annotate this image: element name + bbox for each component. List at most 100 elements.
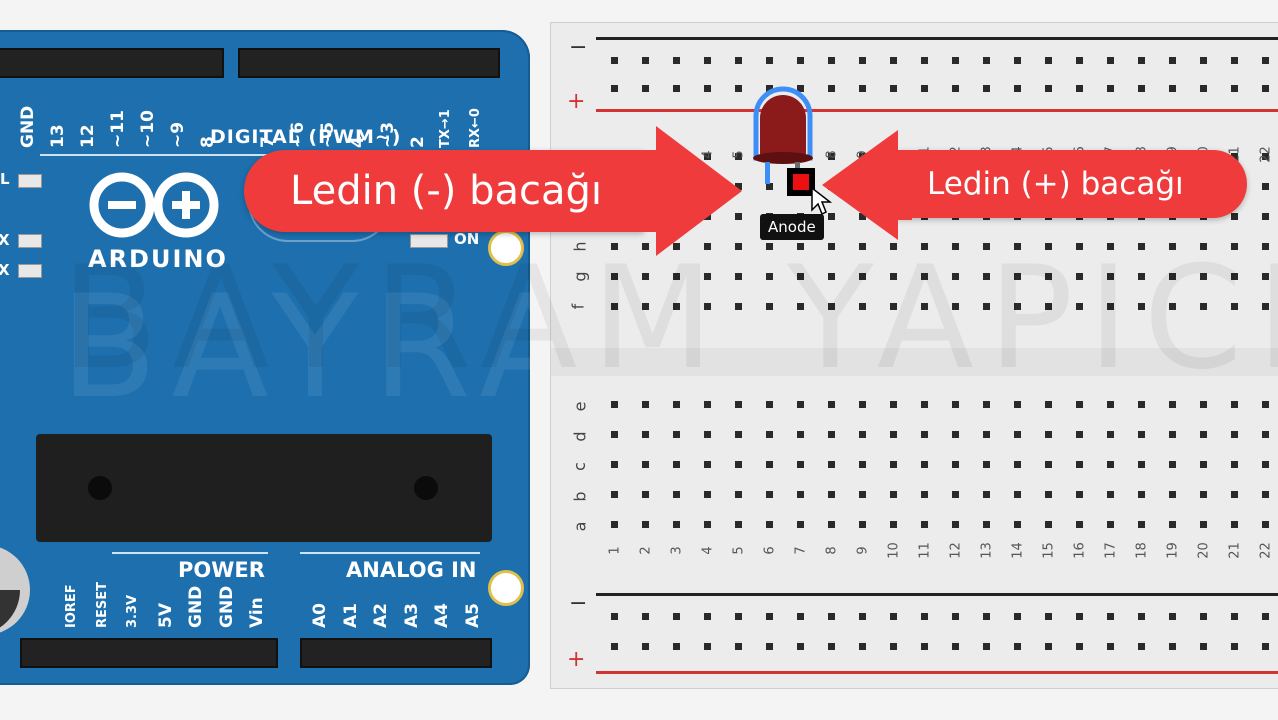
rail-hole[interactable] bbox=[859, 57, 866, 64]
grid-hole[interactable] bbox=[1138, 243, 1145, 250]
grid-hole[interactable] bbox=[1107, 431, 1114, 438]
grid-hole[interactable] bbox=[704, 401, 711, 408]
grid-hole[interactable] bbox=[673, 243, 680, 250]
grid-hole[interactable] bbox=[890, 303, 897, 310]
grid-hole[interactable] bbox=[611, 461, 618, 468]
grid-hole[interactable] bbox=[1262, 153, 1269, 160]
grid-hole[interactable] bbox=[921, 243, 928, 250]
grid-hole[interactable] bbox=[952, 431, 959, 438]
rail-hole[interactable] bbox=[890, 613, 897, 620]
grid-hole[interactable] bbox=[983, 243, 990, 250]
rail-hole[interactable] bbox=[1076, 613, 1083, 620]
grid-hole[interactable] bbox=[735, 153, 742, 160]
rail-hole[interactable] bbox=[673, 57, 680, 64]
grid-hole[interactable] bbox=[704, 431, 711, 438]
grid-hole[interactable] bbox=[735, 491, 742, 498]
rail-hole[interactable] bbox=[766, 57, 773, 64]
rail-hole[interactable] bbox=[642, 85, 649, 92]
grid-hole[interactable] bbox=[704, 153, 711, 160]
grid-hole[interactable] bbox=[1231, 431, 1238, 438]
grid-hole[interactable] bbox=[828, 153, 835, 160]
grid-hole[interactable] bbox=[921, 521, 928, 528]
rail-hole[interactable] bbox=[1262, 57, 1269, 64]
grid-hole[interactable] bbox=[859, 213, 866, 220]
grid-hole[interactable] bbox=[642, 521, 649, 528]
grid-hole[interactable] bbox=[1045, 243, 1052, 250]
rail-hole[interactable] bbox=[1200, 57, 1207, 64]
grid-hole[interactable] bbox=[1014, 461, 1021, 468]
grid-hole[interactable] bbox=[766, 431, 773, 438]
rail-hole[interactable] bbox=[1076, 643, 1083, 650]
grid-hole[interactable] bbox=[735, 521, 742, 528]
grid-hole[interactable] bbox=[766, 303, 773, 310]
grid-hole[interactable] bbox=[797, 401, 804, 408]
grid-hole[interactable] bbox=[735, 273, 742, 280]
grid-hole[interactable] bbox=[859, 521, 866, 528]
grid-hole[interactable] bbox=[890, 461, 897, 468]
rail-hole[interactable] bbox=[1014, 643, 1021, 650]
grid-hole[interactable] bbox=[1045, 491, 1052, 498]
grid-hole[interactable] bbox=[1138, 303, 1145, 310]
grid-hole[interactable] bbox=[797, 491, 804, 498]
grid-hole[interactable] bbox=[1014, 521, 1021, 528]
grid-hole[interactable] bbox=[1138, 431, 1145, 438]
grid-hole[interactable] bbox=[1231, 303, 1238, 310]
grid-hole[interactable] bbox=[859, 401, 866, 408]
grid-hole[interactable] bbox=[921, 431, 928, 438]
grid-hole[interactable] bbox=[1200, 521, 1207, 528]
rail-hole[interactable] bbox=[1014, 85, 1021, 92]
grid-hole[interactable] bbox=[1076, 243, 1083, 250]
rail-hole[interactable] bbox=[1231, 613, 1238, 620]
grid-hole[interactable] bbox=[1014, 431, 1021, 438]
rail-hole[interactable] bbox=[797, 613, 804, 620]
grid-hole[interactable] bbox=[704, 491, 711, 498]
rail-hole[interactable] bbox=[1014, 57, 1021, 64]
grid-hole[interactable] bbox=[735, 303, 742, 310]
grid-hole[interactable] bbox=[983, 401, 990, 408]
grid-hole[interactable] bbox=[983, 431, 990, 438]
grid-hole[interactable] bbox=[1107, 303, 1114, 310]
grid-hole[interactable] bbox=[704, 273, 711, 280]
rail-hole[interactable] bbox=[921, 613, 928, 620]
grid-hole[interactable] bbox=[1262, 401, 1269, 408]
grid-hole[interactable] bbox=[1076, 431, 1083, 438]
grid-hole[interactable] bbox=[1262, 431, 1269, 438]
grid-hole[interactable] bbox=[704, 243, 711, 250]
grid-hole[interactable] bbox=[1200, 243, 1207, 250]
grid-hole[interactable] bbox=[828, 431, 835, 438]
grid-hole[interactable] bbox=[983, 491, 990, 498]
grid-hole[interactable] bbox=[828, 401, 835, 408]
grid-hole[interactable] bbox=[1262, 213, 1269, 220]
rail-hole[interactable] bbox=[890, 57, 897, 64]
rail-hole[interactable] bbox=[1262, 643, 1269, 650]
grid-hole[interactable] bbox=[1014, 401, 1021, 408]
rail-hole[interactable] bbox=[983, 613, 990, 620]
grid-hole[interactable] bbox=[1169, 273, 1176, 280]
grid-hole[interactable] bbox=[1231, 153, 1238, 160]
grid-hole[interactable] bbox=[1262, 273, 1269, 280]
grid-hole[interactable] bbox=[611, 401, 618, 408]
grid-hole[interactable] bbox=[611, 491, 618, 498]
rail-hole[interactable] bbox=[952, 643, 959, 650]
rail-hole[interactable] bbox=[983, 643, 990, 650]
grid-hole[interactable] bbox=[1262, 243, 1269, 250]
rail-hole[interactable] bbox=[890, 85, 897, 92]
grid-hole[interactable] bbox=[1200, 431, 1207, 438]
grid-hole[interactable] bbox=[611, 431, 618, 438]
grid-hole[interactable] bbox=[983, 521, 990, 528]
rail-hole[interactable] bbox=[828, 613, 835, 620]
grid-hole[interactable] bbox=[1045, 401, 1052, 408]
grid-hole[interactable] bbox=[673, 303, 680, 310]
grid-hole[interactable] bbox=[1076, 401, 1083, 408]
rail-hole[interactable] bbox=[1138, 613, 1145, 620]
rail-hole[interactable] bbox=[673, 85, 680, 92]
rail-hole[interactable] bbox=[704, 613, 711, 620]
grid-hole[interactable] bbox=[735, 183, 742, 190]
grid-hole[interactable] bbox=[642, 273, 649, 280]
rail-hole[interactable] bbox=[611, 613, 618, 620]
rail-hole[interactable] bbox=[983, 85, 990, 92]
rail-hole[interactable] bbox=[828, 57, 835, 64]
grid-hole[interactable] bbox=[859, 461, 866, 468]
grid-hole[interactable] bbox=[1045, 303, 1052, 310]
rail-hole[interactable] bbox=[642, 643, 649, 650]
